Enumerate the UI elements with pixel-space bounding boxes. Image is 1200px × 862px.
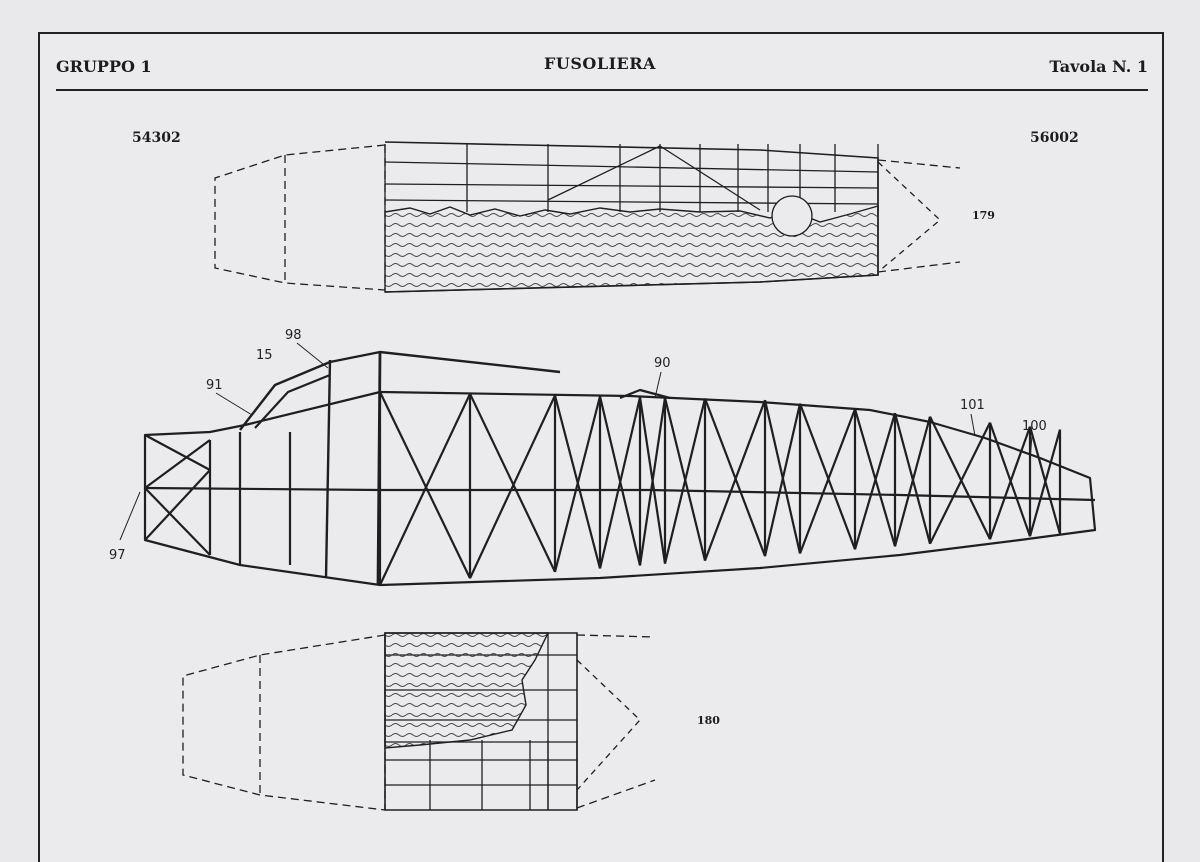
part-number-right: 56002 xyxy=(1030,130,1079,146)
callout-90: 90 xyxy=(654,356,671,371)
truss-diagonal xyxy=(638,397,667,566)
truss-diagonal xyxy=(893,416,932,547)
truss-diagonal xyxy=(798,403,857,550)
part-number-left: 54302 xyxy=(132,130,181,146)
truss-diagonal xyxy=(1028,429,1062,537)
bottom-view xyxy=(182,632,656,811)
truss-diagonal xyxy=(853,412,897,550)
top-frame-diagonal xyxy=(547,145,661,201)
callout-15: 15 xyxy=(256,348,273,363)
top-frame-diagonal xyxy=(659,145,761,211)
callout-100: 100 xyxy=(1022,419,1047,434)
top-view-ref: 179 xyxy=(972,209,995,222)
group-label: GRUPPO 1 xyxy=(56,57,152,76)
truss-diagonal xyxy=(798,408,857,554)
fuselage-truss xyxy=(143,350,1097,587)
sheet-title: FUSOLIERA xyxy=(544,54,656,73)
truss-diagonal xyxy=(929,416,991,540)
truss-diagonal xyxy=(379,393,471,586)
truss-diagonal xyxy=(379,391,471,579)
truss-diagonal xyxy=(988,426,1032,540)
truss-diagonal xyxy=(553,396,602,573)
truss-diagonal xyxy=(469,393,556,573)
truss-diagonal xyxy=(929,422,991,545)
truss-diagonal xyxy=(763,403,802,557)
callout-91: 91 xyxy=(206,378,223,393)
bottom-view-ref: 180 xyxy=(697,714,720,727)
plate-label: Tavola N. 1 xyxy=(1049,57,1148,76)
callout-98: 98 xyxy=(285,328,302,343)
truss-diagonal xyxy=(469,395,556,579)
truss-diagonal xyxy=(703,399,767,562)
header-rule xyxy=(56,89,1148,91)
truss-diagonal xyxy=(988,422,1032,537)
truss-diagonal xyxy=(598,396,642,569)
callout-101: 101 xyxy=(960,398,985,413)
callout-97: 97 xyxy=(109,548,126,563)
truss-diagonal xyxy=(663,398,707,564)
top-view xyxy=(214,141,961,293)
